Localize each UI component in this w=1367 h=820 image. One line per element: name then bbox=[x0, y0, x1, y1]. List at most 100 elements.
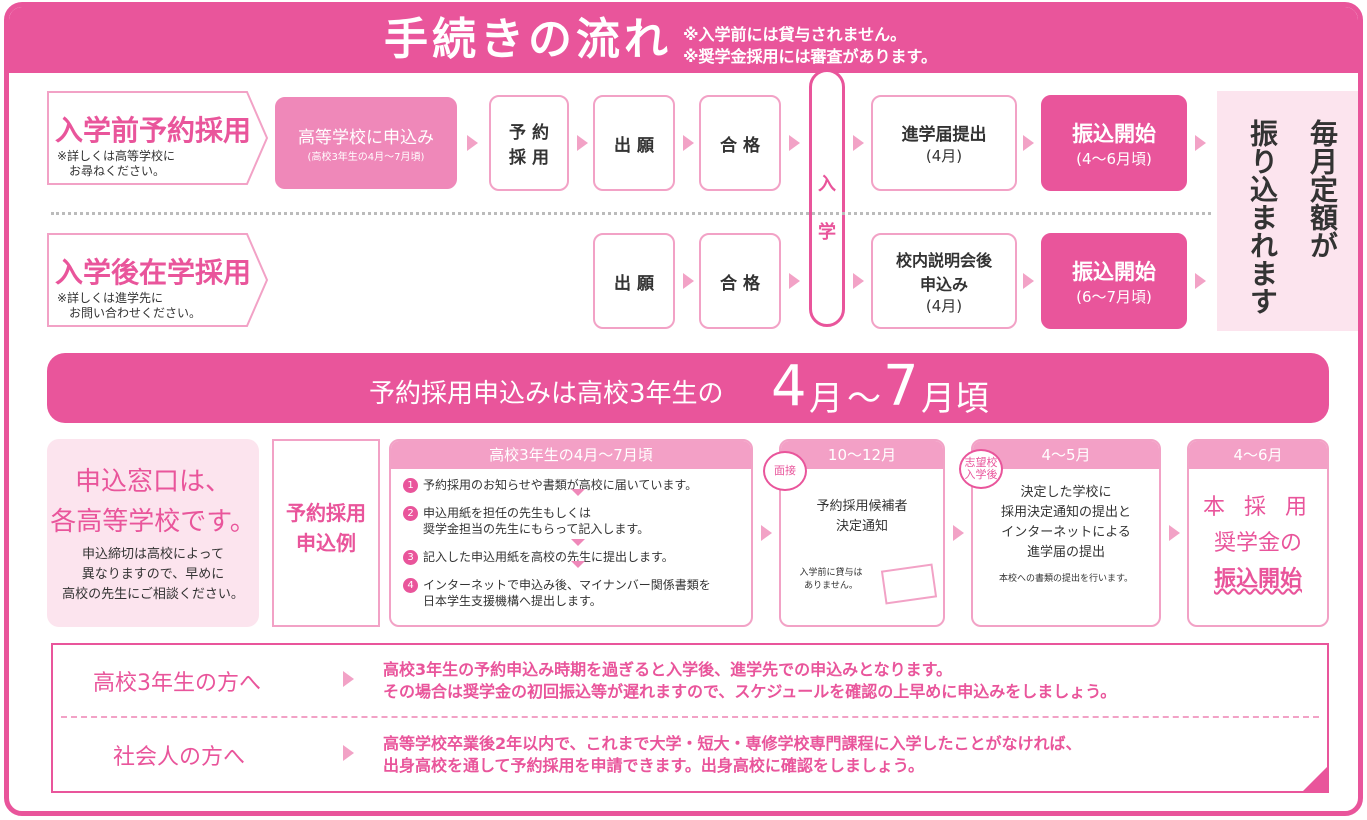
arrow-right-icon bbox=[683, 135, 694, 151]
card-main-award-header: 4〜6月 bbox=[1189, 441, 1327, 469]
example-card-grade3: 高校3年生の4月〜7月頃 1 予約採用のお知らせや書類が高校に届いています。 2… bbox=[389, 439, 753, 627]
step-pass-pre: 合 格 bbox=[699, 95, 781, 191]
step-pass-pre-label: 合 格 bbox=[720, 135, 760, 156]
arrow-right-icon bbox=[1195, 273, 1206, 289]
arrow-right-icon bbox=[683, 273, 694, 289]
header-bar: 手続きの流れ ※入学前には貸与されません。 ※奨学金採用には審査があります。 bbox=[9, 7, 1358, 73]
track-label-pre-frame bbox=[47, 91, 269, 185]
step-apply-highschool-period: (高校3年生の4月〜7月頃) bbox=[307, 152, 425, 163]
step-campus-briefing-line2: 申込み bbox=[919, 274, 968, 294]
step-campus-briefing-month: (4月) bbox=[925, 296, 963, 315]
step-number: 4 bbox=[403, 578, 418, 593]
step-reservation: 予 約 採 用 bbox=[489, 95, 569, 191]
step-text-2: 日本学生支援機構へ提出します。 bbox=[423, 594, 602, 608]
card-enrollment-small: 本校への書類の提出を行います。 bbox=[998, 574, 1134, 584]
example-card-enrollment: 4〜5月 志望校 入学後 決定した学校に 採用決定通知の提出と インターネットに… bbox=[959, 439, 1161, 627]
step-apply-highschool-label: 高等学校に申込み bbox=[298, 128, 434, 148]
card-enrollment-text-3: インターネットによる bbox=[1001, 525, 1131, 540]
example-card-main-award: 4〜6月 本 採 用 奨学金の 振込開始 bbox=[1187, 439, 1329, 627]
example-label-box: 予約採用 申込例 bbox=[272, 439, 380, 627]
card-enrollment-text-1: 決定した学校に bbox=[1020, 485, 1112, 500]
step-payment-start-post-period: (6〜7月頃) bbox=[1076, 287, 1152, 306]
notice-text-adult-1: 高等学校卒業後2年以内で、これまで大学・短大・専修学校専門課程に入学したことがな… bbox=[383, 734, 1082, 753]
card-main-award-line3: 振込開始 bbox=[1213, 567, 1302, 592]
card-notification-small-1: 入学前に貸与は bbox=[799, 568, 863, 578]
track-label-post-frame bbox=[47, 233, 269, 327]
step-text: 記入した申込用紙を高校の先生に提出します。 bbox=[423, 550, 674, 564]
step-enrollment-notice: 進学届提出 (4月) bbox=[871, 95, 1017, 191]
example-label-2: 申込例 bbox=[296, 531, 356, 555]
card-notification-small-2: ありません。 bbox=[804, 581, 858, 591]
banner-lead-text: 予約採用申込みは高校3年生の bbox=[369, 379, 724, 409]
track-note-pre-1: ※詳しくは高等学校に bbox=[57, 149, 176, 163]
track-note-post-1: ※詳しくは進学先に bbox=[57, 291, 164, 305]
step-item: 4 インターネットで申込み後、マイナンバー関係書類を 日本学生支援機構へ提出しま… bbox=[401, 577, 741, 609]
example-label-1: 予約採用 bbox=[286, 501, 366, 525]
banner-month-end: 7 bbox=[883, 354, 919, 419]
banner-month-start: 4 bbox=[771, 354, 807, 419]
notice-divider bbox=[61, 716, 1319, 718]
step-item: 3 記入した申込用紙を高校の先生に提出します。 bbox=[401, 549, 741, 565]
step-pass-post: 合 格 bbox=[699, 233, 781, 329]
step-item: 1 予約採用のお知らせや書類が高校に届いています。 bbox=[401, 477, 741, 493]
step-application-post-label: 出 願 bbox=[614, 273, 654, 294]
notice-text-adult-2: 出身高校を通して予約採用を申請できます。出身高校に確認をしましょう。 bbox=[383, 756, 924, 775]
track-title-pre: 入学前予約採用 bbox=[55, 114, 252, 147]
arrow-right-icon bbox=[789, 273, 800, 289]
step-enrollment-notice-label: 進学届提出 bbox=[901, 125, 987, 145]
step-application-post: 出 願 bbox=[593, 233, 675, 329]
procedure-panel: 手続きの流れ ※入学前には貸与されません。 ※奨学金採用には審査があります。 入… bbox=[4, 2, 1363, 816]
card-notification-header: 10〜12月 bbox=[781, 441, 943, 469]
step-payment-start-post: 振込開始 (6〜7月頃) bbox=[1041, 233, 1187, 329]
track-label-pre: 入学前予約採用 ※詳しくは高等学校に お尋ねください。 bbox=[47, 91, 269, 185]
step-text: 予約採用のお知らせや書類が高校に届いています。 bbox=[423, 478, 698, 492]
notice-label-highschool: 高校3年生の方へ bbox=[93, 671, 261, 696]
monthly-line-2: 振り込まれます bbox=[1246, 119, 1279, 315]
banner-tilde: 〜 bbox=[847, 379, 881, 419]
step-text: 申込用紙を担任の先生もしくは bbox=[423, 506, 592, 520]
step-payment-start-pre-label: 振込開始 bbox=[1072, 121, 1156, 146]
step-application-pre: 出 願 bbox=[593, 95, 675, 191]
card-main-award-line2: 奨学金の bbox=[1213, 531, 1302, 556]
step-text: インターネットで申込み後、マイナンバー関係書類を bbox=[423, 578, 711, 592]
arrow-right-icon bbox=[343, 745, 354, 761]
enrollment-char-2: 学 bbox=[818, 222, 836, 243]
monthly-payment-box: 毎月定額が 振り込まれます bbox=[1217, 91, 1358, 331]
track-note-post-2: お問い合わせください。 bbox=[69, 306, 202, 320]
arrow-right-icon bbox=[467, 135, 478, 151]
window-note: 申込締切は高校によって 異なりますので、早めに 高校の先生にご相談ください。 bbox=[47, 545, 259, 605]
interview-bubble: 面接 bbox=[763, 451, 807, 491]
interview-bubble-text: 面接 bbox=[774, 464, 796, 477]
arrow-right-icon bbox=[343, 671, 354, 687]
step-text-2: 奨学金担当の先生にもらって記入します。 bbox=[423, 522, 650, 536]
step-campus-briefing-line1: 校内説明会後 bbox=[895, 250, 992, 270]
banner-month-unit-2: 月頃 bbox=[921, 379, 989, 419]
application-period-banner: 予約採用申込みは高校3年生の 4 月 〜 7 月頃 bbox=[47, 353, 1329, 423]
card-notification-small: 入学前に貸与は ありません。 bbox=[789, 567, 873, 593]
track-label-post: 入学後在学採用 ※詳しくは進学先に お問い合わせください。 bbox=[47, 233, 269, 327]
step-number: 3 bbox=[403, 550, 418, 565]
after-enrollment-bubble: 志望校 入学後 bbox=[959, 449, 1003, 489]
window-note-3: 高校の先生にご相談ください。 bbox=[62, 587, 244, 602]
step-number: 2 bbox=[403, 506, 418, 521]
window-note-1: 申込締切は高校によって bbox=[82, 547, 224, 562]
step-reservation-line1: 予 約 bbox=[509, 123, 549, 143]
step-payment-start-pre-period: (4〜6月頃) bbox=[1076, 149, 1152, 168]
banner-month-unit-1: 月 bbox=[809, 379, 843, 419]
step-pass-post-label: 合 格 bbox=[720, 273, 760, 294]
after-enrollment-bubble-1: 志望校 bbox=[964, 456, 998, 469]
arrow-right-icon bbox=[853, 273, 864, 289]
page-fold-corner bbox=[1301, 765, 1329, 793]
track-note-pre-2: お尋ねください。 bbox=[69, 164, 166, 178]
track-divider bbox=[51, 212, 1211, 215]
step-apply-highschool: 高等学校に申込み (高校3年生の4月〜7月頃) bbox=[275, 97, 457, 189]
after-enrollment-bubble-2: 入学後 bbox=[964, 468, 998, 481]
step-item: 2 申込用紙を担任の先生もしくは 奨学金担当の先生にもらって記入します。 bbox=[401, 505, 741, 537]
notice-label-adult: 社会人の方へ bbox=[113, 745, 246, 770]
envelope-icon bbox=[880, 563, 938, 605]
track-title-post: 入学後在学採用 bbox=[55, 256, 252, 289]
step-payment-start-post-label: 振込開始 bbox=[1072, 259, 1156, 284]
enrollment-marker: 入 学 bbox=[809, 69, 845, 327]
card-enrollment-header: 4〜5月 bbox=[973, 441, 1159, 469]
window-note-2: 異なりますので、早めに bbox=[81, 567, 225, 582]
